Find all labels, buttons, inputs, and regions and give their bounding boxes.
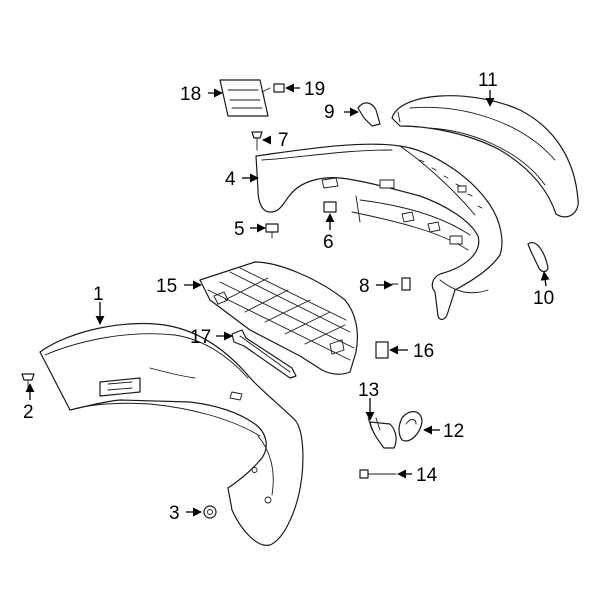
part-9-small-bracket: [357, 102, 381, 127]
callout-9: 9: [324, 102, 335, 123]
part-19-screw: [261, 83, 285, 93]
part-18-license-bracket: [219, 79, 269, 117]
callout-15: 15: [156, 276, 177, 297]
callout-11: 11: [478, 70, 498, 91]
callout-1: 1: [93, 284, 104, 305]
callout-2: 2: [23, 402, 34, 423]
part-6-nut: [323, 201, 337, 213]
part-17-bracket: [231, 329, 297, 379]
callout-14: 14: [416, 465, 438, 486]
part-1-lower-bumper-cover: [39, 322, 304, 546]
part-2-push-pin: [21, 373, 35, 393]
part-4-bumper-cover: [255, 143, 503, 321]
leader-lines: [25, 83, 550, 517]
part-10-side-trim: [527, 242, 549, 273]
leader-10: [540, 271, 550, 287]
callout-19: 19: [304, 79, 325, 100]
callout-12: 12: [443, 421, 464, 442]
callout-18: 18: [180, 84, 201, 105]
callout-4: 4: [225, 169, 236, 190]
callout-5: 5: [234, 219, 245, 240]
part-13-sensor-bracket: [367, 417, 397, 449]
callout-10: 10: [533, 288, 554, 309]
part-16-clip: [375, 341, 389, 359]
part-15-absorber: [199, 261, 358, 375]
part-5-clip: [265, 223, 279, 239]
callout-3: 3: [169, 503, 180, 524]
part-3-nut: [203, 505, 217, 519]
part-11-upper-trim: [391, 95, 579, 218]
callout-6: 6: [323, 232, 334, 253]
callout-7: 7: [278, 130, 289, 151]
part-12-tow-cover: [398, 411, 423, 442]
callout-8: 8: [359, 276, 370, 297]
part-14-bolt: [359, 469, 397, 479]
callout-17: 17: [190, 327, 211, 348]
callouts: 1 2 3 4 5 6 7 8 9 10 11 12 13 14 15 16 1…: [23, 70, 554, 524]
part-7-clip: [251, 131, 263, 151]
callout-13: 13: [358, 380, 379, 401]
callout-16: 16: [413, 341, 434, 362]
part-8-screw: [391, 277, 411, 291]
